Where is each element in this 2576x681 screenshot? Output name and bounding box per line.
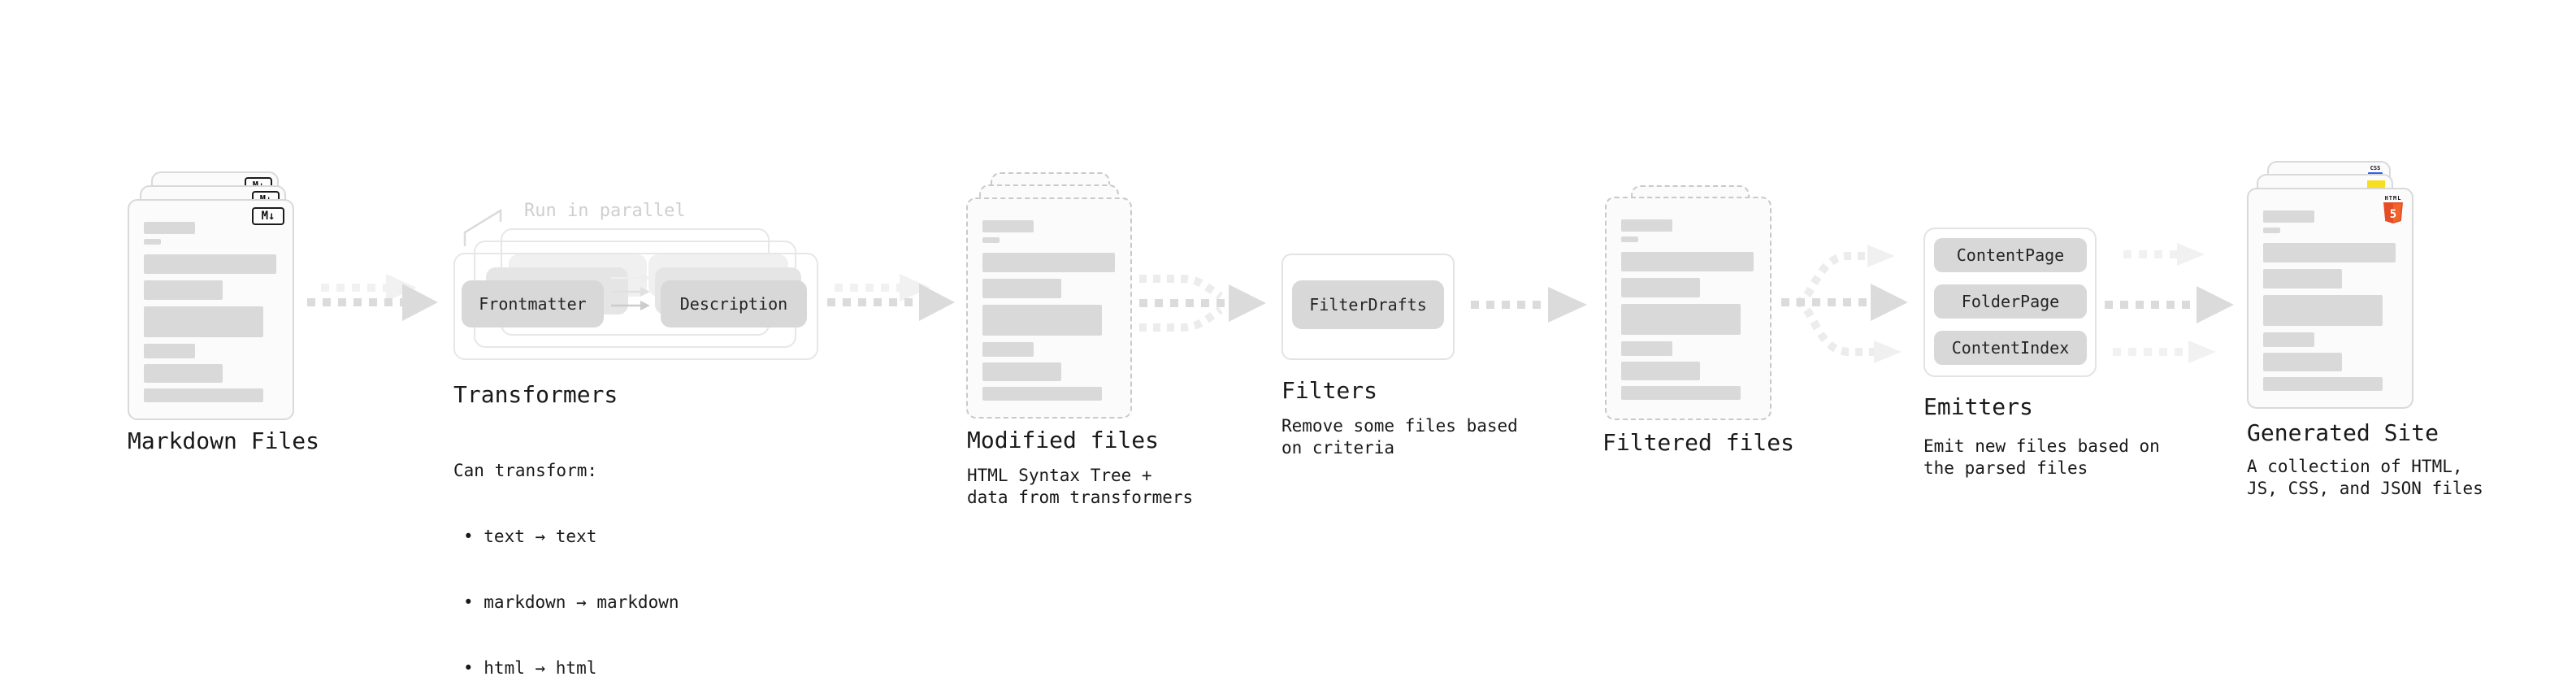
- text-line-placeholder: [1621, 304, 1741, 335]
- text-line-placeholder: [982, 253, 1115, 272]
- text-line-placeholder: [1621, 252, 1754, 271]
- markdown-file-card-front: M↓: [128, 199, 294, 420]
- flow-arrow-markdown-to-transformers: [307, 274, 438, 321]
- text-line-placeholder: [2263, 210, 2314, 223]
- flow-arrow-transformers-to-modified: [827, 274, 955, 321]
- flow-arrow-filters-to-filtered: [1471, 287, 1587, 323]
- bullet-item: • markdown → markdown: [463, 592, 679, 612]
- bullet-item: • html → html: [463, 658, 597, 678]
- text-line-placeholder: [144, 344, 195, 358]
- text-line-placeholder: [2263, 228, 2280, 233]
- filters-label: Filters: [1281, 377, 1378, 404]
- text-line-placeholder: [1621, 236, 1638, 242]
- text-line-placeholder: [1621, 386, 1741, 400]
- filtered-file-card-front: [1605, 197, 1772, 420]
- text-line-placeholder: [2263, 243, 2396, 262]
- html5-logo-label: HTML: [2384, 195, 2402, 202]
- transformers-description: Can transform: • text → text • markdown …: [453, 416, 679, 681]
- text-line-placeholder: [2263, 332, 2314, 347]
- note-leader-line: [463, 208, 502, 246]
- emitters-label: Emitters: [1923, 393, 2033, 420]
- svg-text:5: 5: [2390, 208, 2396, 221]
- can-transform-intro: Can transform:: [453, 461, 598, 480]
- text-line-placeholder: [144, 364, 223, 383]
- html5-logo-icon: HTML 5: [2383, 195, 2404, 227]
- modified-file-card-front: [966, 197, 1132, 419]
- text-line-placeholder: [1621, 278, 1700, 297]
- transformer-layer-front: [453, 253, 818, 360]
- css-badge-underline: [2368, 172, 2383, 175]
- filterdrafts-pill: FilterDrafts: [1292, 280, 1444, 329]
- text-line-placeholder: [1621, 362, 1700, 380]
- bullet-item: • text → text: [463, 527, 597, 546]
- text-line-placeholder: [144, 222, 195, 234]
- contentindex-pill: ContentIndex: [1934, 331, 2087, 365]
- folderpage-pill: FolderPage: [1934, 284, 2087, 319]
- modified-files-description: HTML Syntax Tree + data from transformer…: [967, 466, 1194, 507]
- description-pill: Description: [661, 280, 807, 327]
- markdown-logo-icon: M↓: [252, 207, 284, 225]
- text-line-placeholder: [144, 254, 276, 274]
- text-line-placeholder: [982, 387, 1102, 401]
- transformers-label: Transformers: [453, 381, 618, 408]
- site-file-card-html: HTML 5: [2247, 188, 2413, 409]
- text-line-placeholder: [144, 280, 223, 300]
- flow-arrow-modified-to-filters: [1139, 275, 1266, 332]
- filtered-files-label: Filtered files: [1602, 429, 1795, 456]
- text-line-placeholder: [1621, 219, 1672, 232]
- text-line-placeholder: [2263, 269, 2342, 288]
- generated-site-label: Generated Site: [2247, 419, 2439, 446]
- flow-arrow-emitters-to-site: [2105, 243, 2234, 363]
- text-line-placeholder: [982, 279, 1061, 298]
- text-line-placeholder: [982, 220, 1034, 232]
- text-line-placeholder: [1621, 341, 1672, 356]
- generated-site-description: A collection of HTML, JS, CSS, and JSON …: [2247, 457, 2483, 498]
- emitters-description: Emit new files based on the parsed files: [1923, 436, 2160, 478]
- text-line-placeholder: [2263, 377, 2383, 391]
- css-badge-label: CSS: [2370, 165, 2381, 171]
- contentpage-pill: ContentPage: [1934, 238, 2087, 272]
- text-line-placeholder: [982, 237, 1000, 243]
- markdown-files-label: Markdown Files: [128, 427, 320, 454]
- text-line-placeholder: [982, 362, 1061, 381]
- frontmatter-pill: Frontmatter: [462, 280, 604, 327]
- html5-shield: 5: [2383, 202, 2403, 223]
- text-line-placeholder: [144, 388, 263, 402]
- text-line-placeholder: [144, 239, 161, 245]
- modified-files-label: Modified files: [967, 427, 1160, 453]
- text-line-placeholder: [2263, 353, 2342, 371]
- transform-arrows-icon: [611, 273, 650, 310]
- filters-description: Remove some files based on criteria: [1281, 416, 1518, 458]
- flow-arrow-filtered-to-emitters: [1781, 245, 1908, 363]
- text-line-placeholder: [2263, 295, 2383, 326]
- run-in-parallel-note: Run in parallel: [524, 201, 686, 221]
- text-line-placeholder: [982, 342, 1034, 357]
- text-line-placeholder: [982, 305, 1102, 336]
- text-line-placeholder: [144, 306, 263, 337]
- css-badge-icon: CSS: [2368, 166, 2383, 175]
